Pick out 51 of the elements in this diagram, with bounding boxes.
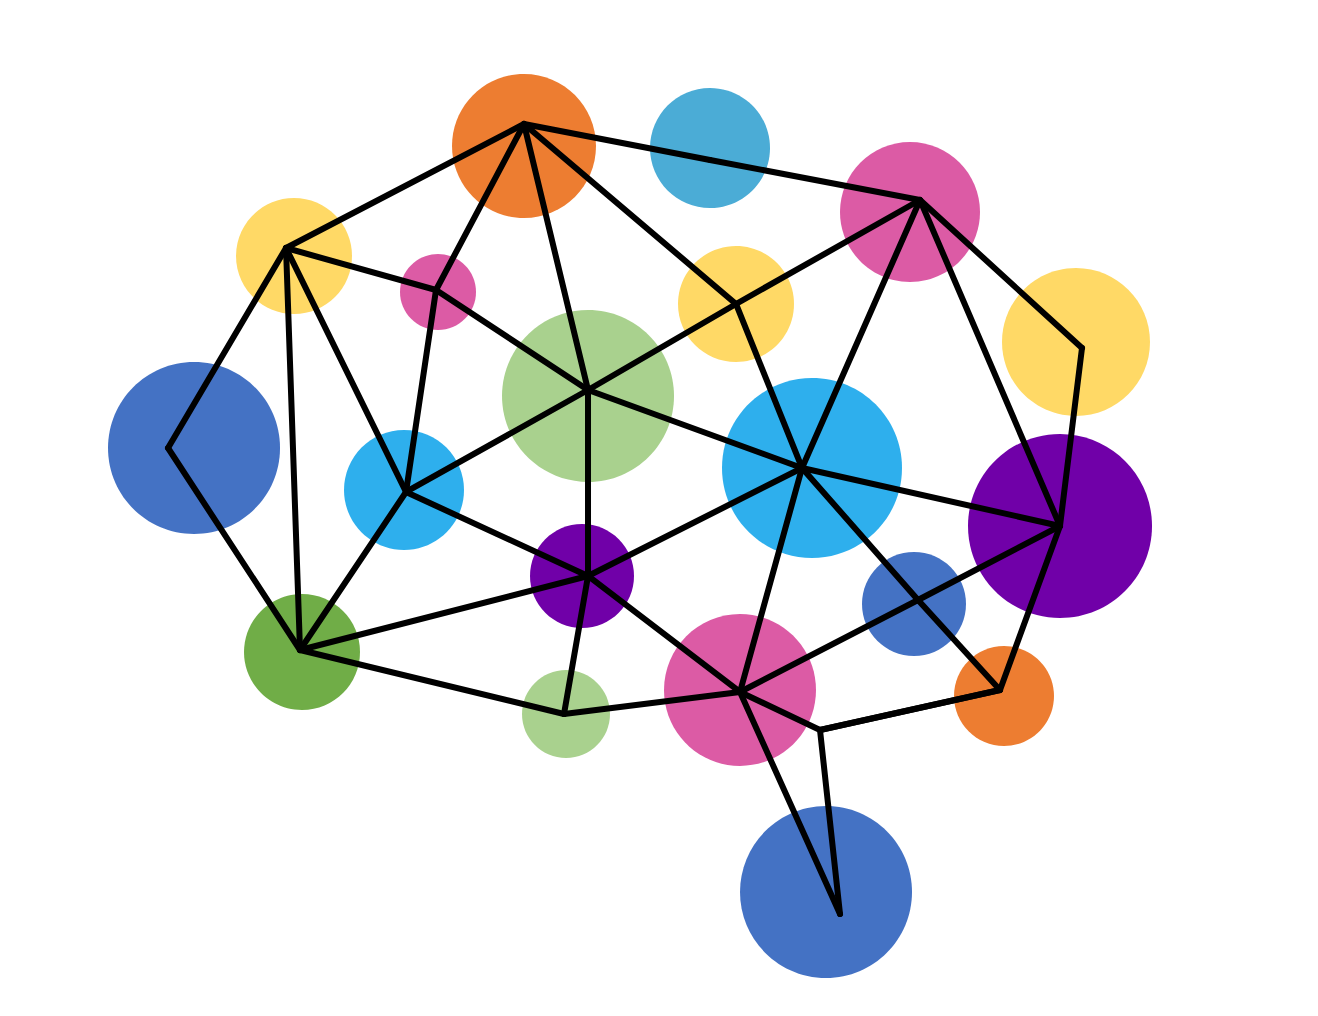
circle bbox=[400, 254, 476, 330]
connector-line bbox=[799, 465, 921, 603]
connector-line bbox=[165, 245, 289, 451]
circle bbox=[664, 614, 816, 766]
circle bbox=[344, 430, 464, 550]
circle bbox=[522, 670, 610, 758]
circle bbox=[740, 806, 912, 978]
connector-line bbox=[737, 597, 921, 695]
circle bbox=[678, 246, 794, 362]
circle bbox=[650, 88, 770, 208]
circle bbox=[244, 594, 360, 710]
circle bbox=[722, 378, 902, 558]
connector-line bbox=[403, 387, 591, 495]
connector-line bbox=[561, 573, 591, 717]
connector-line bbox=[297, 573, 591, 653]
connector-line bbox=[915, 523, 1063, 603]
circle bbox=[1002, 268, 1150, 416]
connector-line bbox=[403, 489, 591, 579]
connector-line bbox=[585, 465, 805, 579]
connector-line bbox=[521, 121, 713, 163]
circle bbox=[954, 646, 1054, 746]
connector-line bbox=[1057, 345, 1085, 529]
connector-line bbox=[585, 573, 743, 695]
connector-line bbox=[817, 687, 1003, 917]
connector-line bbox=[165, 445, 303, 653]
connector-line bbox=[737, 689, 843, 917]
connector-line bbox=[521, 121, 739, 307]
connector-line bbox=[283, 245, 409, 495]
connector-line bbox=[561, 689, 743, 717]
connector-line bbox=[433, 121, 527, 293]
circle bbox=[968, 434, 1152, 618]
circle bbox=[502, 310, 674, 482]
connector-line bbox=[915, 597, 1003, 693]
circle bbox=[236, 198, 352, 314]
connector-line bbox=[297, 647, 567, 717]
connector-line bbox=[433, 287, 591, 393]
connector-line bbox=[917, 197, 1085, 351]
circle bbox=[108, 362, 280, 534]
circle bbox=[452, 74, 596, 218]
circle bbox=[862, 552, 966, 656]
connector-line bbox=[799, 465, 1063, 529]
connector-line bbox=[283, 121, 527, 251]
connector-line bbox=[297, 489, 409, 653]
connector-line bbox=[733, 197, 923, 307]
connector-line bbox=[707, 157, 923, 203]
circle bbox=[840, 142, 980, 282]
circle bbox=[530, 524, 634, 628]
connector-line bbox=[997, 523, 1063, 693]
connector-line bbox=[585, 301, 739, 393]
connector-line bbox=[283, 245, 439, 293]
connector-line bbox=[585, 387, 805, 471]
